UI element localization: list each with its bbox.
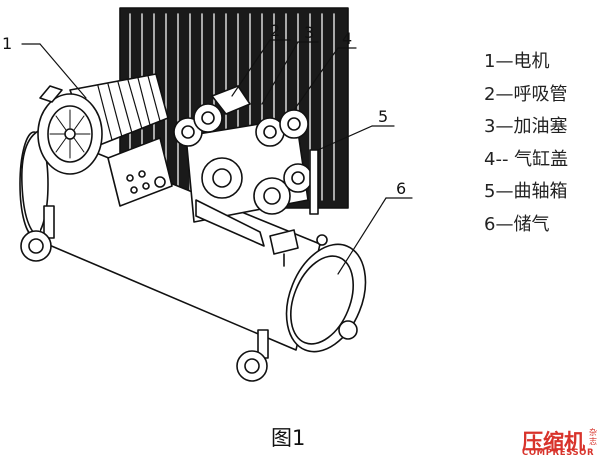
callout-3: 3 [304, 23, 314, 42]
control-box [107, 137, 173, 207]
electric-motor [37, 73, 169, 175]
legend-item: 3—加油塞 [484, 116, 568, 137]
wheels [20, 205, 358, 382]
legend-item: 1—电机 [484, 51, 550, 72]
legend-item: 5—曲轴箱 [484, 181, 568, 202]
brand-logo: 压缩机 杂志 COMPRESSOR [522, 426, 597, 458]
parts-legend: 1—电机 2—呼吸管 3—加油塞 4-- 气缸盖 5—曲轴箱 6—储气 [484, 46, 568, 241]
brand-sub: COMPRESSOR [522, 448, 595, 458]
brand-side: 杂志 [589, 428, 597, 446]
figure-caption: 图1 [271, 426, 306, 450]
callout-6: 6 [396, 179, 406, 198]
legend-item: 4-- 气缸盖 [484, 148, 569, 170]
leader-lines [21, 39, 413, 275]
callout-5: 5 [378, 107, 388, 126]
legend-item: 2—呼吸管 [484, 83, 568, 105]
callout-labels: 1 2 3 4 5 6 [2, 21, 406, 198]
callout-1: 1 [2, 34, 12, 53]
callout-4: 4 [342, 29, 352, 48]
tank-body [19, 129, 321, 351]
callout-2: 2 [270, 21, 280, 40]
brand-name: 压缩机 [522, 430, 585, 454]
legend-item: 6—储气 [484, 213, 550, 235]
valve-assembly [269, 229, 328, 267]
compressor-head [173, 85, 319, 247]
